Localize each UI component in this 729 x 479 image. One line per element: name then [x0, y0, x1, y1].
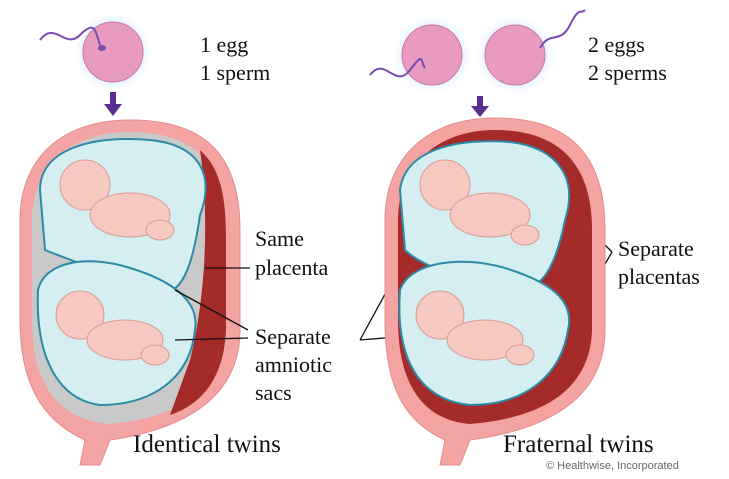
separate-sacs-label-2: amniotic — [255, 352, 332, 377]
separate-placentas-label: Separate — [618, 236, 694, 261]
arrow-down-icon — [104, 92, 122, 116]
egg-count-label: 1 egg — [200, 32, 248, 57]
sperm-icon — [39, 26, 101, 46]
fraternal-uterus — [384, 117, 606, 466]
fraternal-eggs-group — [369, 9, 586, 97]
sperm-icon — [369, 57, 426, 78]
sperm-count-label: 1 sperm — [200, 60, 270, 85]
egg-icon — [401, 24, 463, 86]
separate-sacs-label-3: sacs — [255, 380, 292, 405]
egg-icon — [484, 24, 546, 86]
separate-sacs-label: Separate — [255, 324, 331, 349]
shared-placenta — [170, 150, 226, 415]
fetus-icon — [415, 159, 540, 366]
separate-placentas-label-2: placentas — [618, 264, 700, 289]
identical-uterus — [19, 119, 241, 466]
egg-icon — [82, 21, 144, 83]
sperm-count-label: 2 sperms — [588, 60, 667, 85]
fraternal-twins-caption: Fraternal twins — [503, 431, 654, 458]
identical-twins-caption: Identical twins — [133, 431, 281, 458]
arrow-down-icon — [471, 96, 489, 117]
fetus-icon — [55, 159, 175, 366]
same-placenta-label-2: placenta — [255, 255, 329, 280]
egg-count-label: 2 eggs — [588, 32, 645, 57]
sperm-icon — [539, 9, 586, 49]
identical-egg-group — [39, 10, 155, 94]
copyright-text: © Healthwise, Incorporated — [546, 460, 679, 472]
same-placenta-label: Same — [255, 226, 304, 251]
